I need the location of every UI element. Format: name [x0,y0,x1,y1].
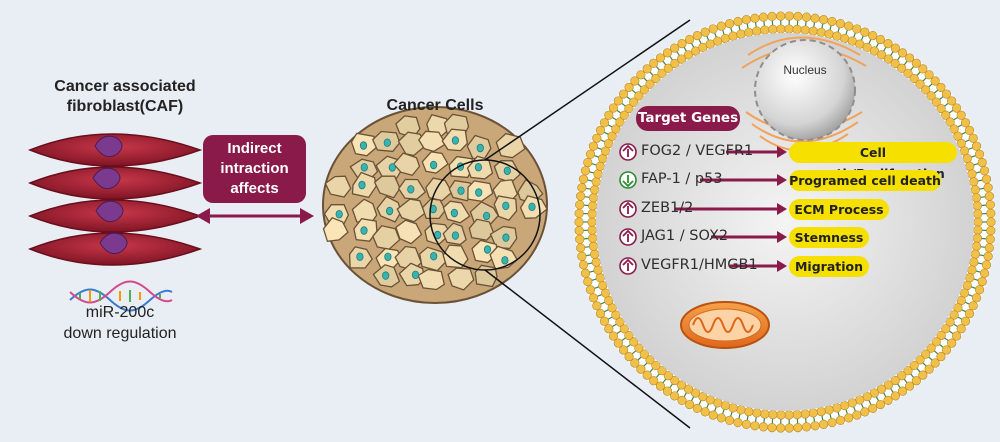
cancer-cell-cluster [322,106,548,304]
up-regulation-icon [619,257,637,275]
cancer-cell-nucleus [359,141,368,150]
cancer-cell-nucleus [476,143,484,153]
cancer-cell-nucleus [502,201,510,210]
mitochondrion-icon [680,301,770,349]
cancer-cells-title: Cancer Cells [386,97,484,114]
nucleus-label: Nucleus [783,63,827,77]
cancer-cell-nucleus [483,245,492,254]
cancer-cell-nucleus [383,138,391,147]
cancer-cell-nucleus [335,209,343,219]
cancer-cell [425,177,453,202]
cancer-cell-nucleus [429,160,438,170]
cancer-cell [417,268,446,291]
up-regulation-icon [619,143,637,161]
target-effect-badge: Migration [789,256,869,277]
caf-cell-stack [27,133,203,266]
target-gene-label: FOG2 / VEGFR1 [641,143,754,159]
target-effect-badge: ECM Process [789,199,889,220]
interaction-label-line3: affects [230,180,279,197]
target-genes-label: Target Genes [637,110,739,126]
caf-cell [27,166,203,200]
caf-title-line1: Cancer associated [54,78,196,95]
zoom-line-top [484,19,691,161]
cancer-cell-nucleus [356,252,364,261]
effect-arrow-icon [730,260,787,272]
target-gene-label: ZEB1/2 [641,200,694,216]
effect-arrow-icon [726,146,787,158]
cancer-cell [398,262,426,287]
cancer-cell [468,218,495,241]
cancer-cell [474,264,498,288]
up-regulation-icon [619,228,637,246]
cancer-cell-nucleus [360,226,368,235]
cancer-cell-nucleus [503,166,511,175]
cancer-cell-nucleus [384,252,392,261]
cancer-cell-nucleus [475,188,483,197]
effect-arrow-icon [700,174,787,186]
cancer-cell [418,130,447,153]
cancer-cell-nucleus [358,180,366,190]
cancer-cell-nucleus [502,233,510,242]
cancer-cell-nucleus [451,231,459,240]
target-gene-label: VEGFR1/HMGB1 [641,257,758,273]
cancer-cell-nucleus [528,202,536,211]
effect-arrow-icon [675,203,787,215]
cancer-cell-nucleus [360,163,368,172]
interaction-label: Indirect intraction affects [203,139,306,199]
cancer-cell [442,244,469,269]
cancer-cell [324,175,352,198]
cancer-cell [395,219,423,245]
caf-cell [27,232,203,266]
cancer-cell-nucleus [411,270,420,279]
cancer-cell-nucleus [482,211,491,221]
mirna-label-line2: down regulation [63,325,177,342]
cancer-cell-nucleus [388,163,396,172]
target-effect-badge: Programed cell death [789,170,941,191]
target-effect-badge: Cell growth/Proliferation [789,142,957,181]
caf-title-line2: fibroblast(CAF) [66,98,184,115]
nucleus-icon [754,39,856,141]
interaction-label-line1: Indirect [227,140,282,157]
zoom-line-bottom [484,269,691,429]
cancer-cell-nucleus [382,271,390,280]
mirna-label: miR-200c down regulation [40,302,200,344]
cancer-cell-nucleus [430,252,438,261]
cancer-cell [373,175,401,199]
cancer-cell [447,267,475,291]
target-effect-badge: Stemness [789,227,869,248]
target-genes-badge [636,106,740,131]
down-regulation-icon [619,171,637,189]
cancer-cell [397,131,427,157]
cancer-cell [396,198,426,223]
cancer-cell [495,132,526,159]
target-gene-label: JAG1 / SOX2 [641,228,729,244]
cancer-cell-nucleus [385,206,394,216]
caf-title: Cancer associated fibroblast(CAF) [45,77,205,117]
cancer-cell-nucleus [450,208,458,218]
cancer-cell-nucleus [407,185,415,194]
cancer-cell-nucleus [501,256,509,265]
effect-arrow-icon [711,231,787,243]
cancer-cell-nucleus [457,186,465,195]
cancer-cell [322,217,349,243]
interaction-box [203,135,306,203]
target-gene-label: FAP-1 / p53 [641,171,723,187]
cancer-cell-nucleus [474,162,482,172]
mirna-strand-icon [69,280,173,312]
up-regulation-icon [619,200,637,218]
cancer-cell-nucleus [433,230,442,240]
cancer-cell-nucleus [451,136,459,145]
caf-cell [27,199,203,233]
interaction-label-line2: intraction [220,160,289,177]
caf-cell [27,133,203,167]
double-arrow-icon [196,208,314,224]
mirna-label-line1: miR-200c [85,304,155,321]
